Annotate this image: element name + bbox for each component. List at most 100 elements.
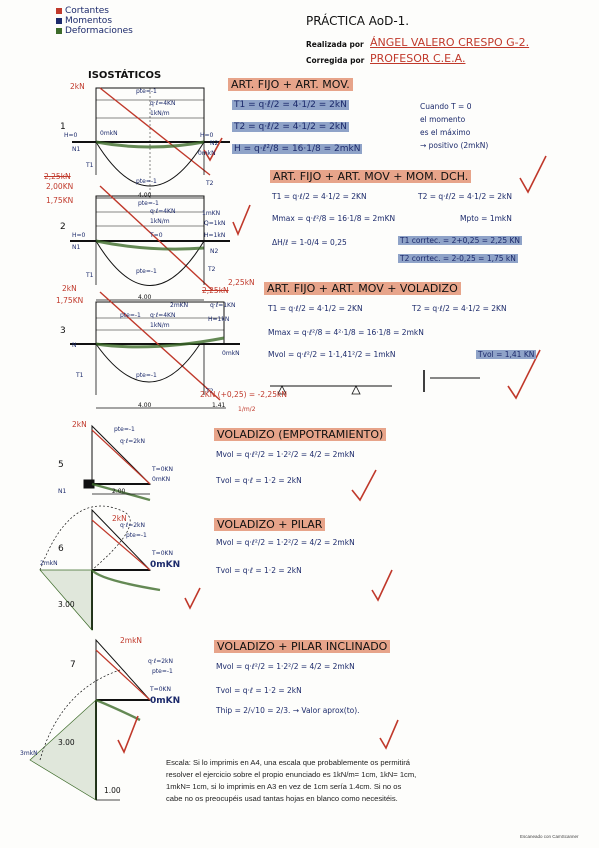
s6-mvol: Mvol = q·ℓ²/2 = 1·2²/2 = 4/2 = 2mkN (216, 538, 355, 547)
s1-note-1: Cuando T = 0 (420, 102, 472, 111)
s2-dh: ΔH/ℓ = 1-0/4 = 0,25 (272, 238, 347, 247)
beam-1-diagram (72, 87, 230, 199)
legend-label: Momentos (65, 16, 113, 26)
corregida-value: PROFESOR C.E.A. (370, 52, 466, 65)
legend-swatch-icon (56, 7, 62, 14)
s1-h-text: H = q·ℓ²/8 = 16·1/8 = 2mkN (232, 144, 363, 154)
realizado-value: ÁNGEL VALERO CRESPO G-2. (370, 36, 530, 49)
s3-mmax: Mmax = q·ℓ²/8 = 4²·1/8 = 16·1/8 = 2mkN (268, 328, 424, 337)
s1-note-4: → positivo (2mkN) (420, 141, 489, 150)
b2-num: 2 (60, 222, 66, 232)
b1-t1: T1 (86, 162, 94, 169)
b7-t0: T=0KN (150, 686, 171, 693)
b3-dim2: 1.41 (212, 402, 226, 409)
s7-tvol: Tvol = q·ℓ = 1·2 = 2kN (216, 686, 302, 695)
b3-t2: T2 (206, 388, 214, 395)
b2-top-left-struck: 2,25kN (44, 172, 71, 181)
b7-dim2: 1.00 (104, 786, 121, 795)
b2-n1: N1 (72, 244, 81, 251)
s1-t1: T1 = q·ℓ/2 = 4·1/2 = 2kN (232, 100, 349, 110)
b3-n: N (72, 342, 77, 349)
s1-t2: T2 = q·ℓ/2 = 4·1/2 = 2kN (232, 122, 349, 132)
s2-mmax: Mmax = q·ℓ²/8 = 16·1/8 = 2mKN (272, 214, 396, 223)
s3-mvol: Mvol = q·ℓ²/2 = 1·1,41²/2 = 1mkN (268, 350, 396, 359)
b3-bottom: 2KN (+0,25) = -2,25kN (200, 390, 287, 399)
b1-top-left: 2kN (70, 82, 85, 91)
b5-top: 2kN (72, 420, 87, 429)
corregida-label: Corregida por (306, 56, 365, 65)
b2-pte: pte=-1 (138, 200, 159, 207)
s1-h: H = q·ℓ²/8 = 16·1/8 = 2mkN (232, 144, 363, 154)
s3-t2: T2 = q·ℓ/2 = 4·1/2 = 2KN (412, 304, 507, 313)
b6-load: q·ℓ=2kN (120, 522, 146, 529)
b6-m0: 0mKN (150, 560, 181, 570)
beam-6-diagram (39, 505, 161, 631)
s2-title: ART. FIJO + ART. MOV + MOM. DCH. (270, 170, 472, 183)
s6-tvol: Tvol = q·ℓ = 1·2 = 2kN (216, 566, 302, 575)
b5-num: 5 (58, 460, 64, 470)
s2-mpto: Mpto = 1mkN (460, 214, 512, 223)
page-title: PRÁCTICA AoD-1. (306, 14, 410, 28)
b6-dim: 3.00 (58, 600, 75, 609)
realizado-label: Realizada por (306, 40, 364, 49)
b7-top: 2mkN (120, 636, 143, 645)
legend-label: Cortantes (65, 6, 109, 16)
b3-right: 2,25kN (228, 278, 255, 287)
b1-momr: 0mkN (198, 150, 216, 157)
beam-5-diagram (83, 424, 152, 502)
b3-right-struck: 2,25kN (202, 286, 229, 295)
b1-pte2: pte=-1 (136, 178, 157, 185)
b7-pte: pte=-1 (152, 668, 173, 675)
beam-7-diagram (29, 638, 152, 801)
b5-t0: T=0KN (152, 466, 173, 473)
b1-num: 1 (60, 122, 66, 132)
s7-title: VOLADIZO + PILAR INCLINADO (214, 640, 391, 653)
s2-t2c: T2 corrtec. = 2-0,25 = 1,75 kN (398, 254, 518, 263)
legend-label: Deformaciones (65, 26, 133, 36)
b2-knm: 1kN/m (150, 218, 170, 225)
b1-dim: 4.00 (138, 192, 152, 199)
b2-top-left: 2,00KN (46, 182, 74, 191)
b1-h0: H=0 (64, 132, 78, 139)
s1-t1-text: T1 = q·ℓ/2 = 4·1/2 = 2kN (232, 100, 349, 110)
b2-t1: T1 (86, 272, 94, 279)
b3-dim: 4.00 (138, 402, 152, 409)
b5-n1: N1 (58, 488, 67, 495)
s5-mvol: Mvol = q·ℓ²/2 = 1·2²/2 = 4/2 = 2mkN (216, 450, 355, 459)
b6-pte: pte=-1 (126, 532, 147, 539)
s2-t1c-text: T1 corrtec. = 2+0,25 = 2,25 KN (398, 236, 523, 245)
scale-note: Escala: Si lo imprimis en A4, una escala… (166, 757, 416, 805)
s2-t2c-text: T2 corrtec. = 2-0,25 = 1,75 kN (398, 254, 518, 263)
b1-mom: 0mkN (100, 130, 118, 137)
b2-mom: 1mKN (202, 210, 221, 217)
legend-item-momentos: Momentos (56, 16, 133, 26)
s3-t1: T1 = q·ℓ/2 = 4·1/2 = 2KN (268, 304, 363, 313)
b3-extra: q·ℓ=1KN (210, 302, 236, 309)
s1-note-2: el momento (420, 115, 466, 124)
b2-h: H=1kN (204, 232, 226, 239)
b5-pte: pte=-1 (114, 426, 135, 433)
checkmarks (117, 137, 547, 754)
b3-pte: pte=-1 (120, 312, 141, 319)
b1-knm: 1kN/m (150, 110, 170, 117)
b1-n1: N1 (72, 146, 81, 153)
b3-bottom2: 1/m/2 (238, 406, 256, 413)
b3-mom2: 0mkN (222, 350, 240, 357)
scale-note-line: 1mkN= 1cm, si lo imprimis en A3 en vez d… (166, 782, 402, 791)
b3-load: q·ℓ=4KN (150, 312, 176, 319)
scale-note-line: Escala: Si lo imprimis en A4, una escala… (166, 758, 410, 767)
b2-t0: T=0 (150, 232, 163, 239)
s7-mvol: Mvol = q·ℓ²/2 = 1·2²/2 = 4/2 = 2mkN (216, 662, 355, 671)
b3-mom: 2mKN (170, 302, 189, 309)
s1-note: Cuando T = 0 el momento es el máximo → p… (420, 100, 488, 152)
legend: Cortantes Momentos Deformaciones (56, 6, 133, 36)
b7-dim: 3.00 (58, 738, 75, 747)
b6-left: 2mkN (40, 560, 58, 567)
b1-pte: pte=-1 (136, 88, 157, 95)
b7-num: 7 (70, 660, 76, 670)
s3-tvol-text: Tvol = 1,41 KN (476, 350, 537, 359)
s3-title: ART. FIJO + ART. MOV + VOLADIZO (264, 282, 461, 295)
s3-tvol: Tvol = 1,41 KN (476, 350, 537, 359)
b2-n2: N2 (210, 248, 219, 255)
